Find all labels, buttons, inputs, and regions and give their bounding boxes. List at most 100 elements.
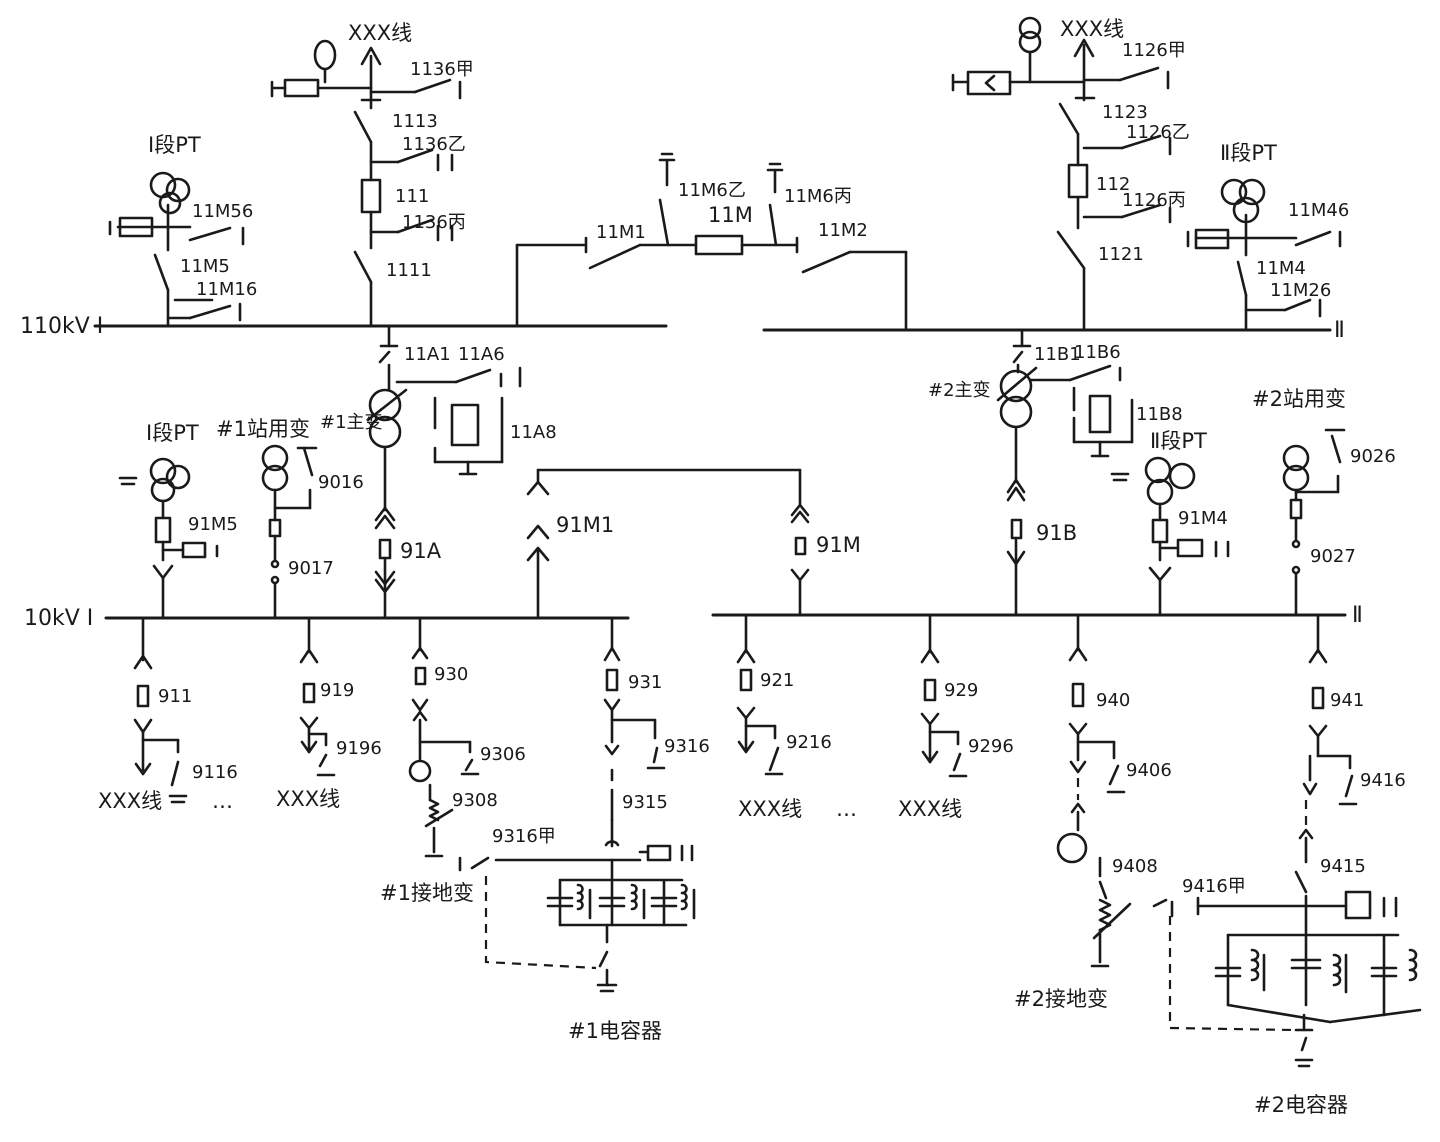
- sw-9416a: 9416甲: [1182, 876, 1246, 897]
- feeder-2-sw: 919: [320, 680, 354, 701]
- sw-11M6b: 11M6乙: [678, 180, 746, 201]
- arrester: [646, 844, 672, 862]
- sw-1111: 1111: [386, 260, 432, 281]
- disconnector-11M1: [588, 243, 642, 270]
- feeder-4-sw: 929: [944, 680, 978, 701]
- transformer-hv-winding: [999, 369, 1033, 403]
- lv-pt-2-name: Ⅱ段PT: [1150, 429, 1207, 453]
- line-arrow: [360, 46, 382, 66]
- sw-930: 930: [434, 664, 468, 685]
- arrester: [1194, 228, 1230, 250]
- sw-931: 931: [628, 672, 662, 693]
- fuse: [1151, 518, 1169, 544]
- sw-91A: 91A: [400, 539, 442, 563]
- disconnector-11A1: [378, 350, 391, 364]
- sw-9026: 9026: [1350, 446, 1396, 467]
- feeder-3-name: XXX线: [738, 797, 802, 821]
- sw-11M16: 11M16: [196, 279, 257, 300]
- breaker-931: [605, 668, 619, 692]
- bus-label-110kv-2: Ⅱ: [1334, 318, 1345, 343]
- capacitor-bank-1: [458, 616, 696, 993]
- disconnector-1111: [353, 250, 373, 284]
- sw-11M2: 11M2: [818, 220, 868, 241]
- arrester: [181, 541, 207, 559]
- sw-91M: 91M: [816, 533, 861, 557]
- breaker-940: [1071, 682, 1085, 708]
- sw-1136c: 1136丙: [402, 212, 466, 233]
- main-transformer-2-name: #2主变: [928, 380, 991, 401]
- main-transformer-1: [366, 324, 522, 620]
- sw-9306: 9306: [480, 744, 526, 765]
- arrester: [1176, 538, 1204, 558]
- feeder-1-gnd: 9116: [192, 762, 238, 783]
- feeder-2-name: XXX线: [276, 787, 340, 811]
- ellipsis: …: [212, 789, 233, 813]
- sw-1113: 1113: [392, 111, 438, 132]
- sw-112: 112: [1096, 174, 1130, 195]
- bus-label-10kv-2: Ⅱ: [1352, 603, 1363, 628]
- sw-11M56: 11M56: [192, 201, 253, 222]
- breaker-930: [414, 666, 427, 686]
- fuse: [1289, 498, 1303, 520]
- sw-940: 940: [1096, 690, 1130, 711]
- sw-111: 111: [395, 186, 429, 207]
- sw-1136b: 1136乙: [402, 134, 466, 155]
- sw-11A1: 11A1: [404, 344, 451, 365]
- main-transformer-1-name: #1主变: [320, 412, 383, 433]
- feeder-bay: [133, 616, 188, 804]
- pt-winding: [1144, 456, 1172, 484]
- sw-11M1: 11M1: [596, 222, 646, 243]
- arc-suppression-coil: [428, 798, 440, 822]
- transformer-hv-winding: [261, 444, 289, 472]
- arrester: [1344, 890, 1372, 920]
- sw-11B1: 11B1: [1034, 344, 1081, 365]
- breaker-929: [923, 678, 937, 702]
- breaker-911: [136, 684, 150, 708]
- sw-11A8: 11A8: [510, 422, 557, 443]
- disconnector-9415: [1294, 870, 1308, 894]
- hv-pt-1-bay: [108, 171, 245, 328]
- disconnector-11M2: [801, 250, 852, 274]
- hv-pt-1-name: Ⅰ段PT: [148, 133, 201, 157]
- sw-9316a: 9316甲: [492, 826, 556, 847]
- hv-line-1-bay: [270, 39, 462, 328]
- sw-11M5: 11M5: [180, 256, 230, 277]
- breaker-919: [302, 682, 316, 704]
- sw-9315: 9315: [622, 792, 668, 813]
- lv-bus-tie: [526, 468, 810, 620]
- zigzag-transformer: [408, 759, 432, 783]
- hv-pt-2-bay: [1186, 178, 1342, 332]
- sw-9016: 9016: [318, 472, 364, 493]
- sw-11M4: 11M4: [1256, 258, 1306, 279]
- feeder-4-gnd: 9296: [968, 736, 1014, 757]
- neutral-arrester: [450, 403, 480, 447]
- main-transformer-2: [996, 328, 1134, 617]
- zigzag-transformer: [1056, 832, 1088, 864]
- feeder-bay: [920, 613, 968, 778]
- disconnector-1121: [1056, 230, 1086, 270]
- breaker-91M: [794, 536, 807, 556]
- transformer-hv-winding: [368, 388, 402, 422]
- disconnector-11M5: [153, 253, 170, 292]
- sw-1126a: 1126甲: [1122, 40, 1186, 61]
- station-transformer-2-name: #2站用变: [1252, 387, 1346, 411]
- hv-bus-tie: [515, 152, 908, 332]
- feeder-4-name: XXX线: [898, 797, 962, 821]
- grounding-transformer-1-name: #1接地变: [380, 881, 474, 905]
- station-transformer-1: [261, 444, 318, 620]
- arrester: [283, 78, 320, 98]
- sw-9027: 9027: [1310, 546, 1356, 567]
- feeder-bay: [299, 616, 336, 777]
- sw-91M1: 91M1: [556, 513, 614, 537]
- disconnector-11B1: [1012, 350, 1024, 364]
- breaker-941: [1311, 686, 1325, 710]
- capacitor-bank-2: [1152, 613, 1422, 1068]
- bus-label-10kv-1: 10kV Ⅰ: [24, 606, 93, 631]
- breaker-11M: [694, 234, 744, 256]
- breaker-91B: [1010, 518, 1023, 540]
- sw-941: 941: [1330, 690, 1364, 711]
- feeder-2-gnd: 9196: [336, 738, 382, 759]
- sw-11M26: 11M26: [1270, 280, 1331, 301]
- feeder-1-sw: 911: [158, 686, 192, 707]
- arc-suppression-coil: [1098, 898, 1112, 932]
